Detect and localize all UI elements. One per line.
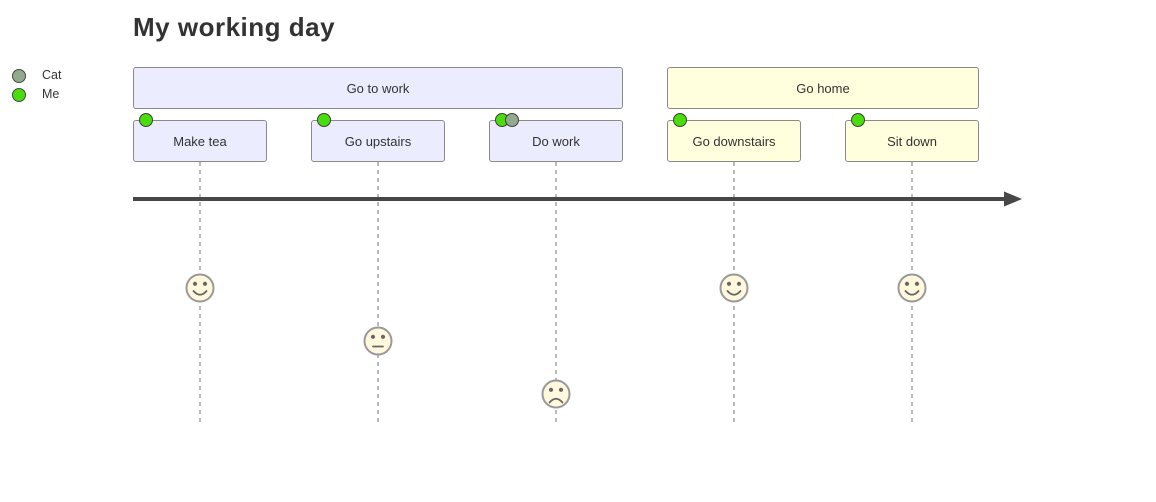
- actor-cat-dot-icon: [505, 113, 519, 127]
- face-mouth: [726, 290, 742, 296]
- task-label: Make tea: [173, 133, 227, 149]
- actor-me-dot-icon: [851, 113, 865, 127]
- mood-faces: [185, 273, 927, 409]
- section-box: Go home: [667, 67, 979, 109]
- face-eye: [736, 281, 742, 286]
- face-happy-icon: [897, 273, 927, 303]
- face-eye: [192, 281, 198, 286]
- face-mouth: [548, 397, 564, 404]
- task-guidelines: [199, 162, 913, 422]
- face-eye: [548, 387, 554, 392]
- actor-me-dot-icon: [139, 113, 153, 127]
- section-label: Go home: [796, 80, 850, 96]
- actor-me-dot-icon: [673, 113, 687, 127]
- actor-cat-dot-icon: [12, 68, 26, 83]
- face-mouth: [192, 290, 208, 296]
- task-label: Go upstairs: [344, 133, 412, 149]
- face-sad-icon: [541, 379, 571, 409]
- section-box: Go to work: [133, 67, 623, 109]
- face-eye: [380, 334, 386, 339]
- legend-label-cat: Cat: [42, 68, 62, 83]
- arrowhead-icon: [1004, 191, 1022, 207]
- face-eye: [370, 334, 376, 339]
- face-eye: [904, 281, 910, 286]
- legend-item-cat: Cat: [12, 66, 61, 85]
- face-eye: [726, 281, 732, 286]
- legend: Cat Me: [12, 66, 61, 104]
- timeline-arrow: [133, 191, 1022, 207]
- face-happy-icon: [719, 273, 749, 303]
- legend-label-me: Me: [42, 87, 60, 102]
- task-label: Do work: [532, 133, 580, 149]
- face-happy-icon: [185, 273, 215, 303]
- task-box: Do work: [489, 120, 623, 162]
- legend-item-me: Me: [12, 85, 61, 104]
- section-label: Go to work: [346, 80, 410, 96]
- task-box: Make tea: [133, 120, 267, 162]
- face-eye: [914, 281, 920, 286]
- task-box: Go upstairs: [311, 120, 445, 162]
- task-label: Sit down: [887, 133, 937, 149]
- actor-me-dot-icon: [317, 113, 331, 127]
- diagram-title: My working day: [133, 12, 336, 42]
- actor-me-dot-icon: [12, 87, 26, 102]
- face-mouth: [904, 290, 920, 296]
- task-label: Go downstairs: [692, 133, 776, 149]
- task-box: Sit down: [845, 120, 979, 162]
- face-neutral-icon: [363, 326, 393, 356]
- face-eye: [558, 387, 564, 392]
- face-eye: [202, 281, 208, 286]
- task-box: Go downstairs: [667, 120, 801, 162]
